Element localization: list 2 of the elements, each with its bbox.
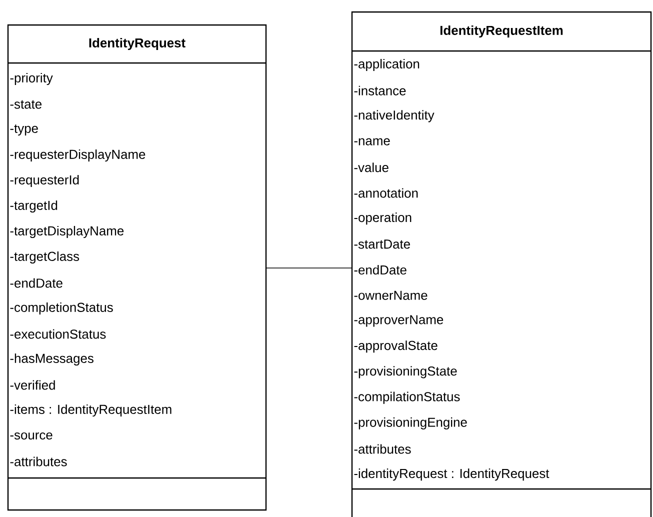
class-box: IdentityRequestItem -application -instance -nativeIdentity -name -value -annotation -operation -startDate -endDate -ownerName -approverName -approvalState -provisioningState -compilationStatus -provisioningEngine -attributes -identityRequest : IdentityRequest [351,11,652,517]
class-box: IdentityRequest -priority -state -type -requesterDisplayName -requesterId -targetId -targetDisplayName -targetClass -endDate -completionStatus -executionStatus -hasMessages -verified -items : IdentityRequestItem -source -attributes [7,24,267,511]
